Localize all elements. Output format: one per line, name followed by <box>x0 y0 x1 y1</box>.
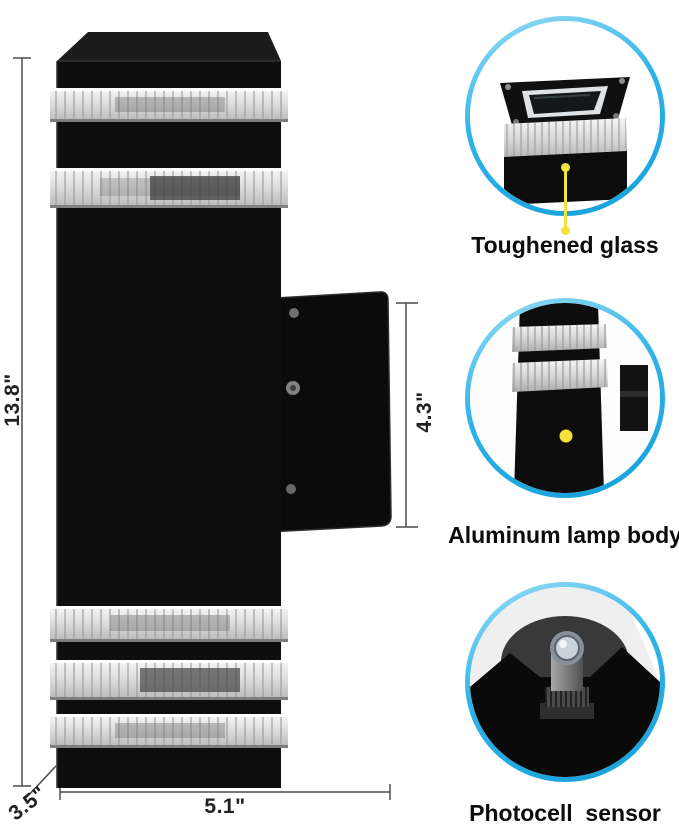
aluminum-body-closeup <box>470 303 660 493</box>
glass-stripe <box>50 168 288 208</box>
photocell-label: Photocell sensor <box>469 800 661 826</box>
toughened-glass-closeup <box>470 21 660 211</box>
height-dimension-label: 13.8" <box>1 373 24 427</box>
glass-top-view <box>500 77 630 205</box>
callout-circle-photocell <box>465 582 665 782</box>
glass-stripe <box>50 660 288 700</box>
dimension-lines <box>13 57 418 800</box>
photocell-photo <box>470 587 660 777</box>
glass-stripe <box>50 714 288 748</box>
toughened-glass-label: Toughened glass <box>471 232 659 258</box>
callout-circle-aluminum-body <box>465 298 665 498</box>
body-side-view <box>512 303 648 493</box>
aluminum-body-photo <box>470 303 660 493</box>
bracket-dimension-label: 4.3" <box>413 391 436 433</box>
lamp-illustration <box>13 32 418 800</box>
photocell-closeup <box>470 587 660 777</box>
photocell-sensor-view <box>470 616 660 777</box>
glass-stripe <box>50 606 288 642</box>
glass-stripe <box>50 88 288 122</box>
aluminum-body-label: Aluminum lamp body <box>448 522 679 548</box>
toughened-glass-connector <box>561 163 570 235</box>
glass-stripes <box>50 88 288 748</box>
connector-dot <box>559 429 573 443</box>
width-dimension-label: 5.1" <box>204 795 246 818</box>
